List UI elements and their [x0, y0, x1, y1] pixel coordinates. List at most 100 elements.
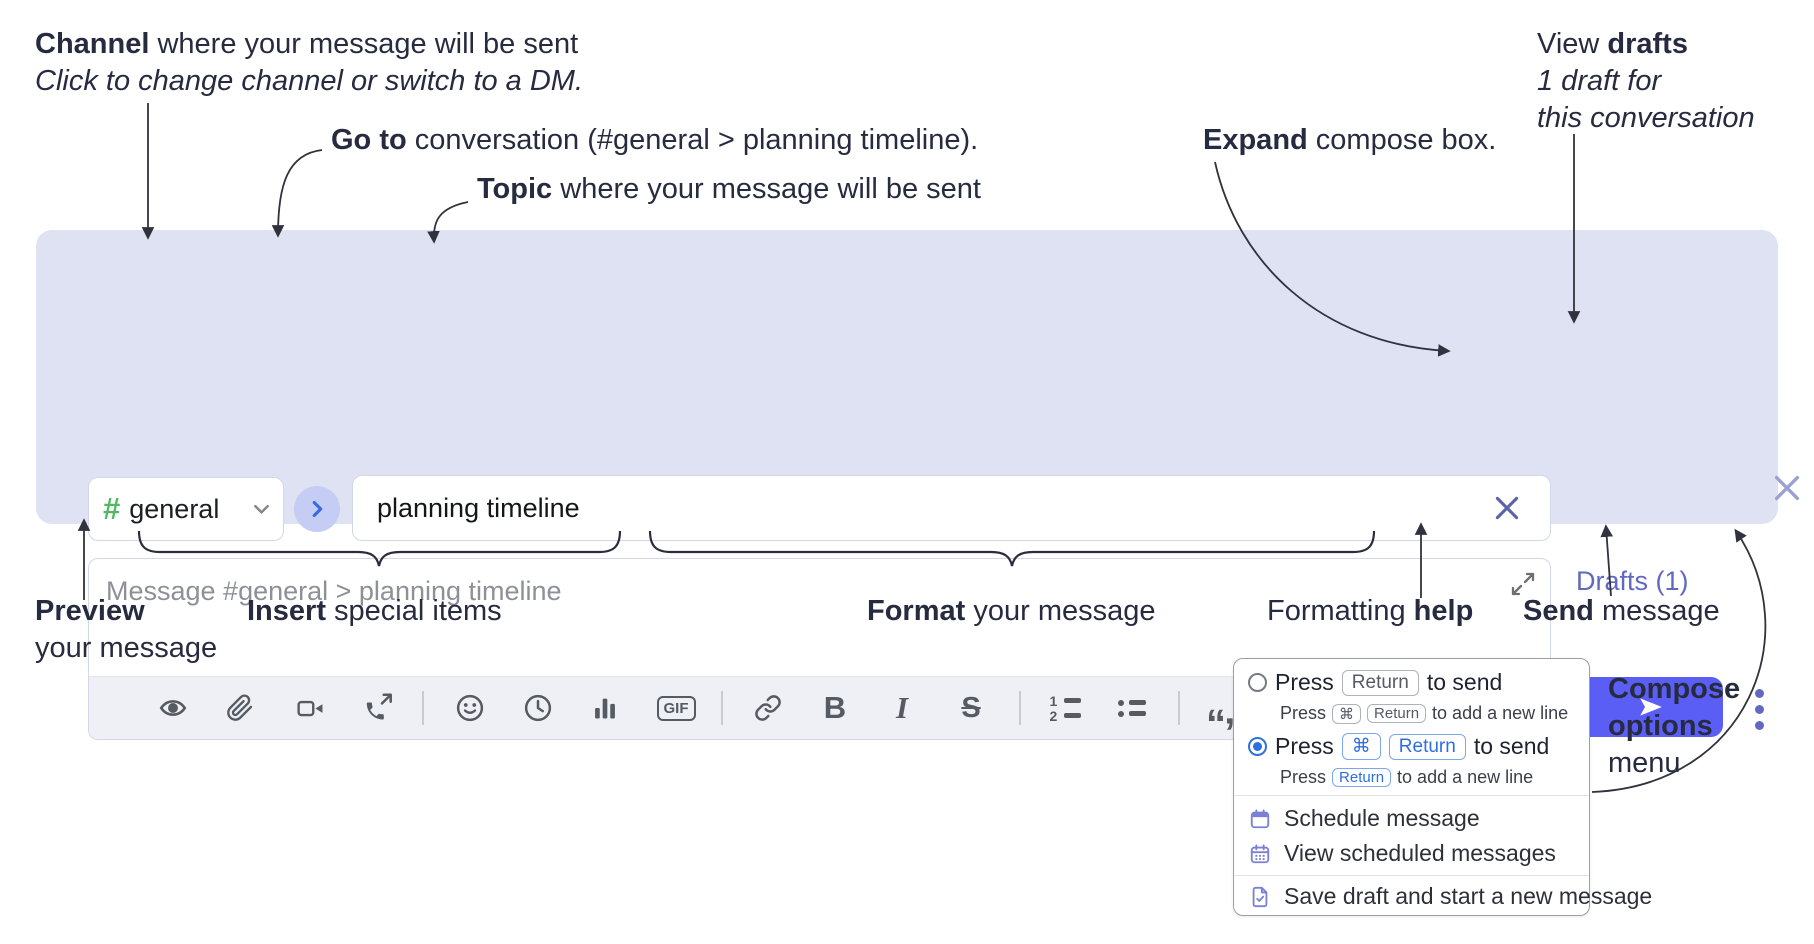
strikethrough-glyph: S [961, 691, 981, 724]
topic-input-box [352, 475, 1759, 541]
hint-text: Press [1280, 767, 1327, 787]
annotation-help-bold: help [1413, 595, 1474, 627]
toolbar-divider [721, 691, 723, 725]
radio-selected-icon[interactable] [1248, 737, 1267, 756]
option-text: Press [1275, 733, 1334, 759]
message-input[interactable]: Message #general > planning timeline [106, 576, 562, 606]
poll-button[interactable] [583, 686, 627, 730]
smiley-icon [456, 694, 484, 722]
hint-text: Press [1280, 703, 1327, 723]
video-camera-icon [297, 700, 323, 717]
annotation-formatting-help: Formatting help [1267, 593, 1473, 630]
numbered-list-button[interactable]: 1 2 [1043, 686, 1087, 730]
menu-option-cmd-return-hint: Press Return to add a new line [1280, 767, 1533, 788]
time-button[interactable] [516, 686, 560, 730]
annotation-view-drafts: View drafts 1 draft for this conversatio… [1537, 26, 1755, 137]
annotation-send-bold: Send [1523, 595, 1594, 627]
annotation-topic: Topic where your message will be sent [477, 171, 981, 208]
paperclip-icon [227, 694, 253, 721]
strikethrough-button[interactable]: S [949, 686, 993, 730]
menu-item-view-scheduled[interactable]: View scheduled messages [1248, 840, 1556, 867]
annotation-drafts-line2: 1 draft for [1537, 65, 1662, 97]
menu-divider [1234, 875, 1589, 876]
compose-options-button[interactable] [1742, 681, 1776, 737]
toolbar-divider [1019, 691, 1021, 725]
attach-file-button[interactable] [218, 686, 262, 730]
clear-topic-icon[interactable] [1491, 494, 1523, 522]
calendar-icon [1248, 807, 1272, 831]
video-call-button[interactable] [288, 686, 332, 730]
annotation-channel-sub: Click to change channel or switch to a D… [35, 65, 584, 97]
menu-item-schedule-message[interactable]: Schedule message [1248, 805, 1480, 832]
option-text: Press [1275, 669, 1334, 695]
gif-button[interactable]: GIF [654, 686, 698, 730]
annotation-goto-bold: Go to [331, 124, 407, 156]
vertical-ellipsis-icon [1754, 688, 1764, 698]
go-to-conversation-button[interactable] [294, 486, 340, 532]
menu-option-cmd-return-to-send[interactable]: Press ⌘ Return to send [1248, 733, 1549, 760]
emoji-button[interactable] [448, 686, 492, 730]
key-cmd: ⌘ [1332, 703, 1362, 724]
annotation-insert-rest: special items [325, 595, 502, 627]
annotation-expand-bold: Expand [1203, 124, 1308, 156]
hint-text: to add a new line [1397, 767, 1534, 787]
channel-name: general [129, 493, 220, 524]
audio-call-button[interactable] [356, 686, 400, 730]
toolbar-divider [1178, 691, 1180, 725]
radio-unselected-icon[interactable] [1248, 673, 1267, 692]
topic-input[interactable] [375, 476, 1759, 540]
preview-button[interactable] [151, 686, 195, 730]
annotation-help-pre: Formatting [1267, 595, 1414, 627]
key-cmd: ⌘ [1341, 733, 1381, 760]
annotation-drafts-line3: this conversation [1537, 102, 1755, 134]
close-compose-icon[interactable] [1769, 470, 1805, 506]
annotation-compose-options: Compose options menu [1608, 671, 1740, 782]
annotation-insert: Insert special items [247, 593, 502, 630]
menu-option-return-to-send[interactable]: Press Return to send [1248, 669, 1502, 696]
annotation-preview-line2: your message [35, 632, 218, 664]
key-return: Return [1341, 669, 1419, 696]
annotation-channel-rest: where your message will be sent [149, 28, 579, 60]
annotation-goto-rest: conversation (#general > planning timeli… [406, 124, 979, 156]
menu-item-label: Schedule message [1284, 805, 1480, 831]
bold-button[interactable]: B [813, 686, 857, 730]
menu-divider [1234, 795, 1589, 796]
calendar-grid-icon [1248, 842, 1272, 866]
compose-options-menu: Press Return to send Press ⌘ Return to a… [1233, 658, 1652, 916]
italic-button[interactable]: I [880, 686, 924, 730]
bold-glyph: B [823, 690, 847, 725]
annotation-expand: Expand compose box. [1203, 122, 1496, 159]
annotation-format-rest: your message [965, 595, 1156, 627]
channel-hash-icon: # [103, 491, 121, 526]
chevron-right-icon [312, 500, 323, 518]
clock-icon [524, 694, 552, 722]
key-return: Return [1388, 733, 1466, 760]
gif-badge: GIF [656, 695, 696, 721]
document-check-icon [1248, 885, 1272, 909]
expand-compose-icon[interactable] [1508, 569, 1538, 599]
bulleted-list-button[interactable] [1110, 686, 1154, 730]
annotation-preview: Preview your message [35, 593, 217, 667]
annotation-drafts-bold: drafts [1607, 28, 1688, 60]
annotation-send-rest: message [1593, 595, 1720, 627]
hint-text: to add a new line [1432, 703, 1569, 723]
chevron-down-icon [254, 504, 269, 514]
italic-glyph: I [895, 690, 909, 725]
menu-item-label: Save draft and start a new message [1284, 883, 1653, 909]
key-return: Return [1332, 768, 1392, 787]
bar-chart-icon [595, 698, 615, 719]
channel-selector[interactable]: # general [88, 477, 284, 541]
eye-icon [159, 700, 187, 716]
annotation-format: Format your message [867, 593, 1156, 630]
annotation-compose-options-line3: menu [1608, 747, 1681, 779]
option-text: to send [1426, 669, 1503, 695]
annotation-goto: Go to conversation (#general > planning … [331, 122, 978, 159]
annotation-channel-bold: Channel [35, 28, 150, 60]
annotation-format-bold: Format [867, 595, 966, 627]
annotation-expand-rest: compose box. [1307, 124, 1497, 156]
annotation-topic-rest: where your message will be sent [552, 173, 981, 205]
link-button[interactable] [746, 686, 790, 730]
menu-item-save-draft[interactable]: Save draft and start a new message [1248, 883, 1652, 910]
annotation-preview-bold: Preview [35, 595, 145, 627]
